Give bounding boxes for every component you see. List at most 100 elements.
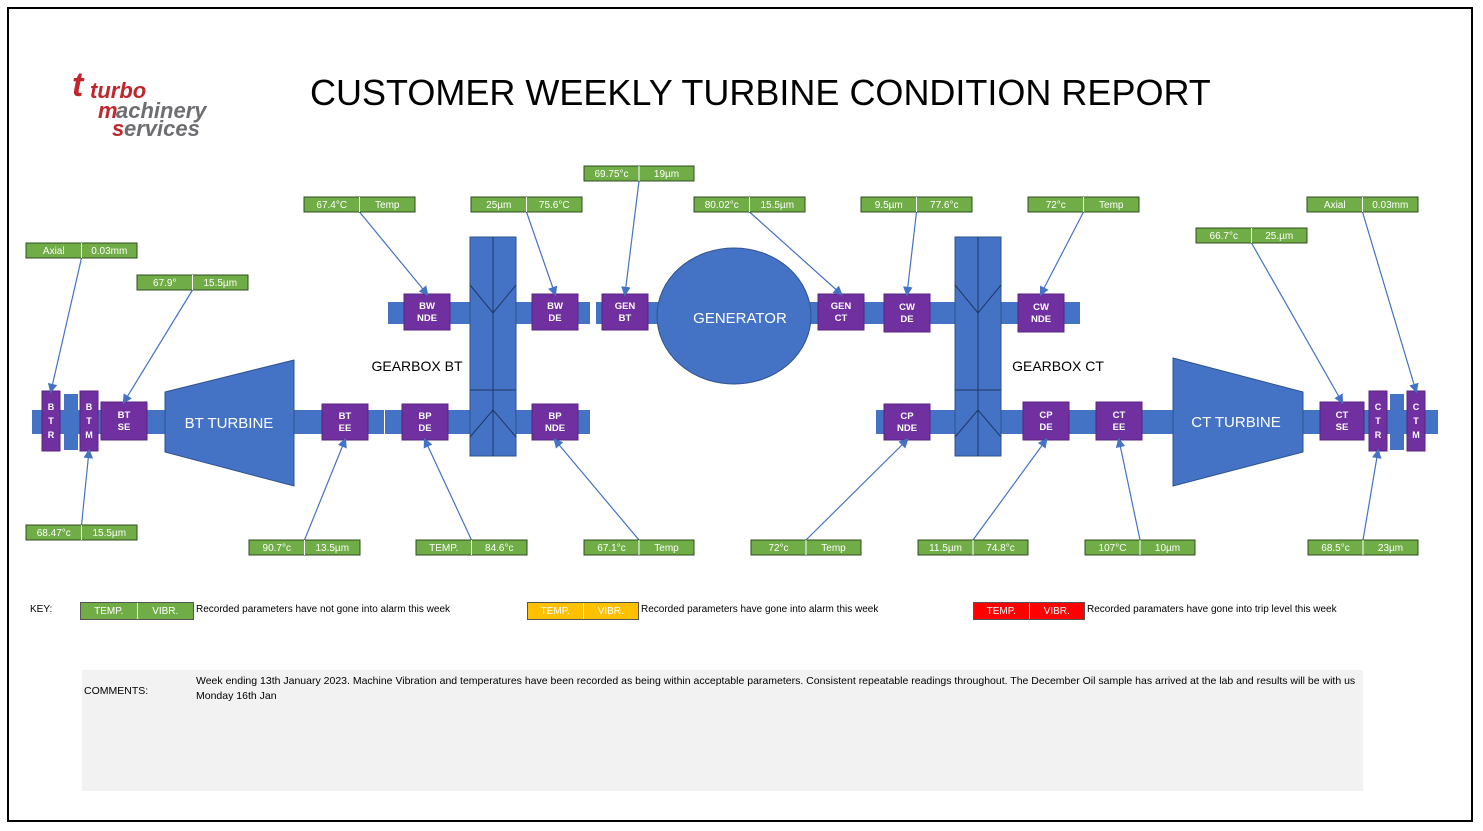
bearing-label: NDE [417, 313, 437, 324]
ct-turbine-label: CT TURBINE [1191, 414, 1280, 431]
reading-value-a: 80.02°c [705, 200, 739, 211]
company-logo: t turbo m achinery s ervices [72, 64, 252, 144]
bearing-label: BW [547, 301, 563, 312]
bearing-label: T [1413, 416, 1419, 426]
reading-value-b: Temp [1099, 200, 1124, 211]
reading-value-a: 11.5µm [929, 543, 962, 554]
gearbox-bt-label: GEARBOX BT [371, 358, 462, 374]
bearing-box [817, 293, 865, 331]
bearing-box [1017, 293, 1065, 333]
pointer-arrow [621, 180, 640, 297]
comments-panel [82, 670, 1363, 791]
key-box-normal: TEMP. VIBR. [80, 602, 194, 620]
bearing-label: BP [548, 411, 562, 422]
key-temp-normal: TEMP. [81, 603, 138, 619]
reading-value-a: 72°c [1046, 200, 1066, 211]
reading-value-a: TEMP. [429, 543, 458, 554]
bearing-box [403, 293, 451, 331]
bearing-label: R [1375, 430, 1382, 440]
reading-value-a: 66.7°c [1210, 231, 1238, 242]
bearing-label: M [1412, 430, 1420, 440]
pointer-arrow [972, 438, 1048, 541]
key-box-alarm: TEMP. VIBR. [527, 602, 639, 620]
reading-value-a: 67.4°C [316, 200, 347, 211]
bearing-label: R [48, 430, 55, 440]
pointer-arrow [1362, 448, 1382, 541]
shaft-segment [1390, 394, 1404, 450]
reading-value-a: 67.9° [153, 278, 176, 289]
pointer-arrow [1361, 211, 1419, 394]
reading-cwnde: 72°c Temp [1027, 196, 1140, 213]
bearing-box [883, 403, 931, 441]
bearing-label: GEN [615, 301, 636, 312]
reading-value-b: Temp [375, 200, 400, 211]
pointer-arrow [749, 211, 843, 296]
shaft-segment [64, 394, 78, 450]
pointer-arrow [903, 211, 918, 297]
bt-turbine-label: BT TURBINE [185, 415, 274, 432]
bearing-label: BP [418, 411, 432, 422]
ct-turbine [1172, 357, 1304, 487]
reading-value-b: 10µm [1155, 543, 1180, 554]
gearbox-gear-lines [469, 284, 517, 438]
svg-text:t: t [72, 66, 85, 104]
reading-cwde: 9.5µm 77.6°c [860, 196, 973, 213]
svg-text:ervices: ervices [124, 116, 200, 141]
reading-value-a: 9.5µm [875, 200, 903, 211]
bearing-label: CW [1033, 302, 1049, 313]
bearing-box [100, 401, 148, 441]
bearing-label: SE [1336, 422, 1349, 433]
gearbox-bt [469, 236, 517, 457]
bearing-label: GEN [831, 301, 852, 312]
bearing-label: BW [419, 301, 435, 312]
bearing-box [1022, 401, 1070, 441]
bearing-ctr: CTR [1368, 390, 1388, 452]
pointer-arrow [303, 437, 347, 541]
bearing-label: T [48, 416, 54, 426]
generator-body [656, 247, 812, 385]
bearing-label: DE [548, 313, 561, 324]
bearing-label: CT [835, 313, 848, 324]
reading-value-b: 74.8°c [986, 543, 1014, 554]
bearing-label: EE [1113, 422, 1126, 433]
gearbox-ct-label: GEARBOX CT [1012, 358, 1104, 374]
key-label: KEY: [30, 604, 53, 615]
gearbox-ct [954, 236, 1002, 457]
reading-value-b: 15.5µm [203, 278, 237, 289]
reading-value-b: 0.03mm [1372, 200, 1408, 211]
bearing-label: CW [899, 302, 915, 313]
key-vibr-trip: VIBR. [1029, 603, 1084, 619]
bearing-label: DE [900, 314, 913, 325]
bearing-box [601, 293, 649, 331]
reading-value-b: 77.6°c [930, 200, 958, 211]
bearing-btr: BTR [41, 390, 61, 452]
reading-value-b: 84.6°c [485, 543, 513, 554]
reading-value-a: 69.75°c [594, 169, 628, 180]
bearing-label: BT [118, 410, 131, 421]
bearing-box [401, 403, 449, 441]
reading-value-a: 90.7°c [263, 543, 291, 554]
reading-value-b: 15.5µm [760, 200, 794, 211]
bearing-box [531, 403, 579, 441]
svg-text:achinery: achinery [116, 98, 208, 123]
reading-bwnde: 67.4°C Temp [303, 196, 416, 213]
key-box-trip: TEMP. VIBR. [973, 602, 1085, 620]
svg-text:m: m [98, 98, 118, 123]
pointer-arrow [122, 289, 194, 405]
bearing-label: SE [118, 422, 131, 433]
bearing-label: C [1413, 402, 1420, 412]
